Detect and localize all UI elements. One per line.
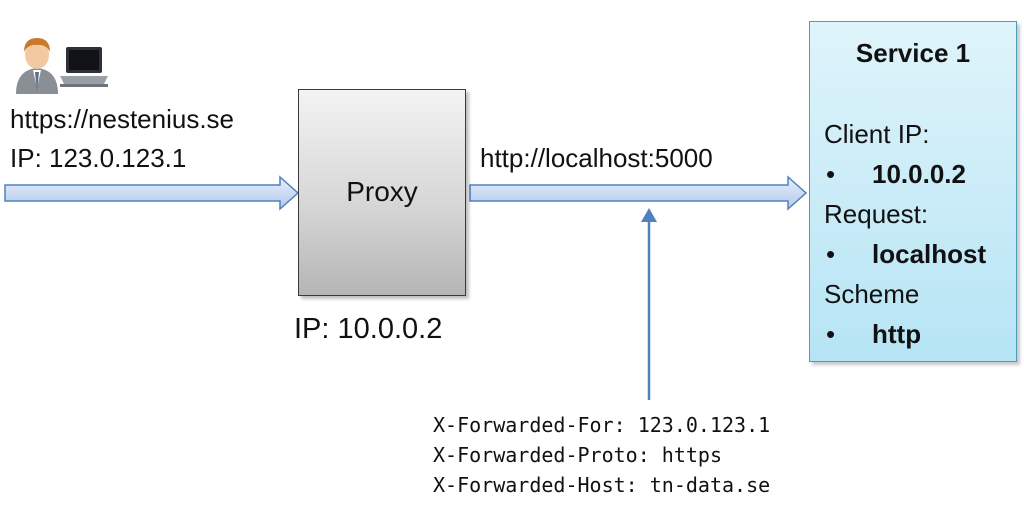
proxy-label: Proxy (346, 176, 418, 207)
client-ip-label: Client IP: (824, 119, 930, 149)
x-forwarded-host-header: X-Forwarded-Host: tn-data.se (433, 473, 771, 497)
client-url: https://nestenius.se (10, 104, 235, 134)
x-forwarded-for-header: X-Forwarded-For: 123.0.123.1 (433, 413, 771, 437)
client-ip-value: 10.0.0.2 (872, 159, 966, 189)
proxy-box: Proxy (298, 89, 466, 296)
x-forwarded-proto-header: X-Forwarded-Proto: https (433, 443, 722, 467)
bullet-icon: • (826, 319, 836, 349)
laptop-icon (60, 47, 108, 87)
client-to-proxy-arrow (4, 175, 300, 211)
scheme-label: Scheme (824, 279, 920, 309)
scheme-value: http (872, 319, 922, 349)
proxy-ip: IP: 10.0.0.2 (294, 313, 443, 345)
client-ip: IP: 123.0.123.1 (10, 143, 187, 173)
request-label: Request: (824, 199, 929, 229)
headers-injection-arrow (641, 208, 657, 400)
user-icon (16, 38, 58, 94)
proxy-outbound-url: http://localhost:5000 (480, 143, 713, 173)
bullet-icon: • (826, 239, 836, 269)
service-box: Service 1 Client IP: • 10.0.0.2 Request:… (809, 21, 1017, 362)
proxy-to-service-arrow (469, 175, 808, 211)
service-title: Service 1 (855, 38, 971, 68)
bullet-icon: • (826, 159, 836, 189)
request-value: localhost (872, 239, 987, 269)
